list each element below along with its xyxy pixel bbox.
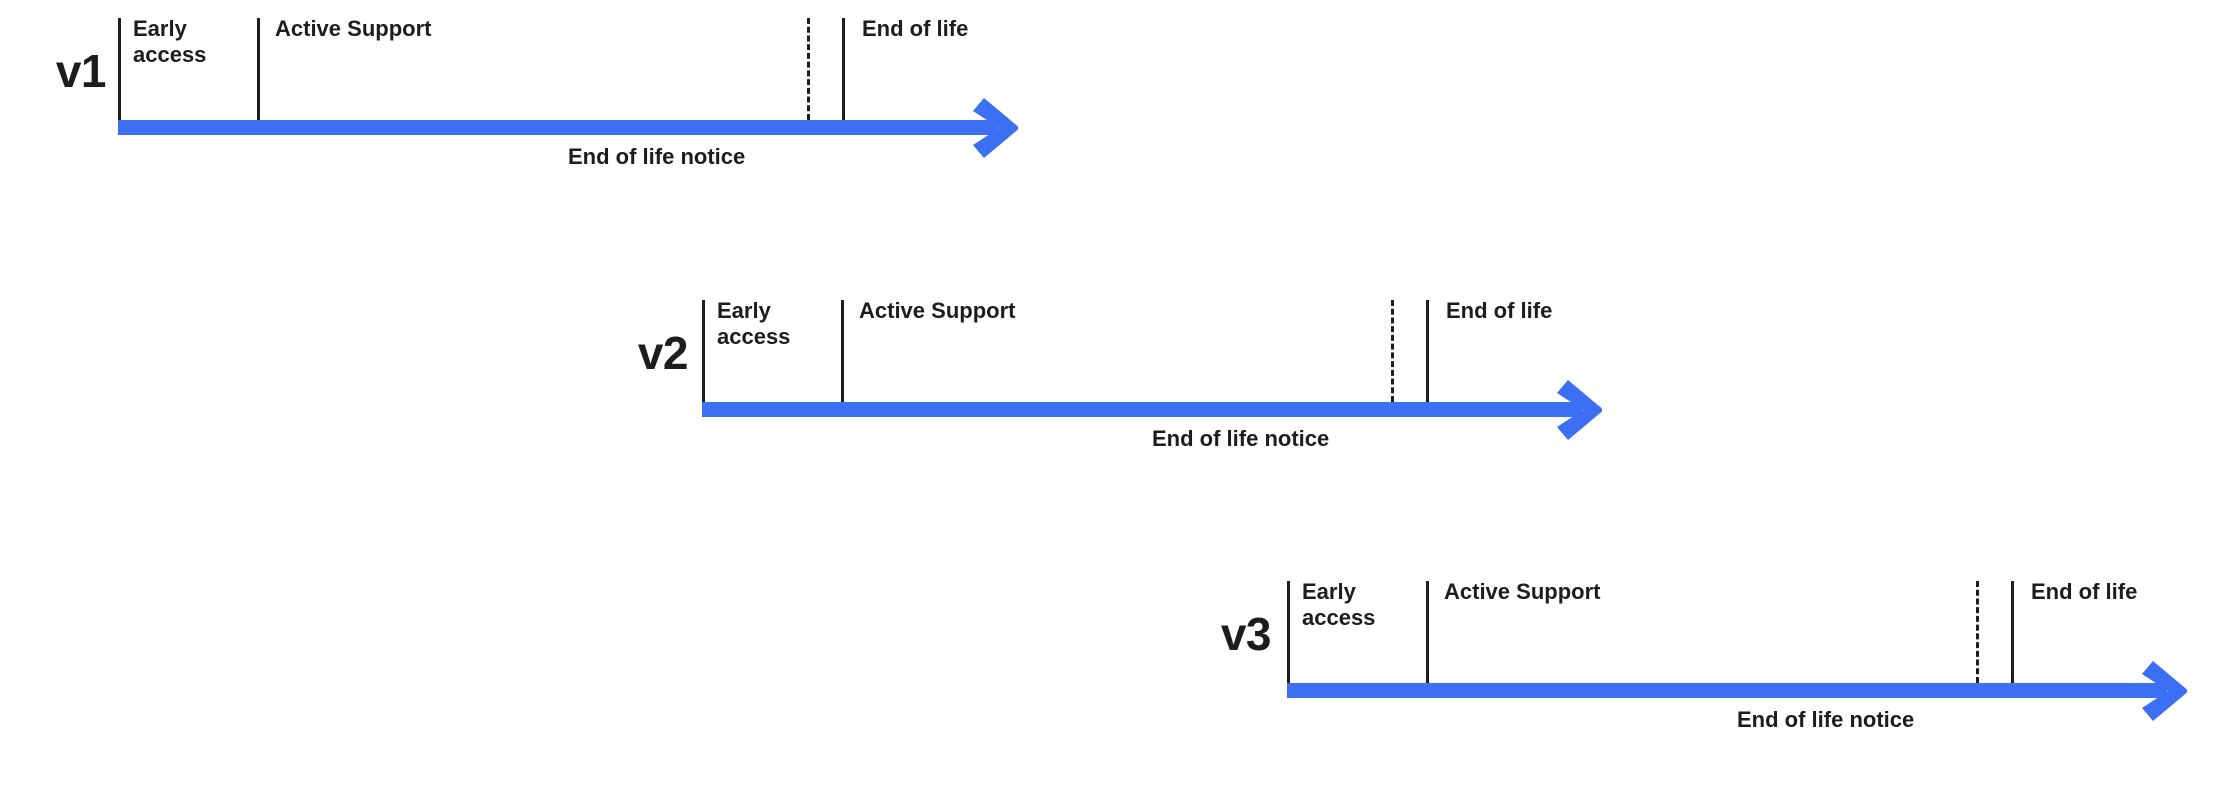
timeline-bar-v1 [118,120,998,135]
version-label-v3: v3 [1220,608,1272,660]
divider-end-of-life-notice-v1 [807,18,810,120]
version-label-v2: v2 [637,327,689,379]
divider-end-of-life-start-v1 [842,18,845,120]
divider-end-of-life-notice-v2 [1391,300,1394,402]
divider-end-of-life-notice-v3 [1976,581,1979,683]
under-label-end-of-life-notice-v1: End of life notice [568,144,746,169]
phase-label-end-of-life-v1: End of life [862,16,969,41]
under-label-end-of-life-notice-v2: End of life notice [1152,426,1330,451]
divider-active-support-start-v1 [257,18,260,120]
divider-active-support-start-v2 [841,300,844,402]
timeline-arrow-head-v1 [966,92,1038,164]
phase-label-active-support-v3: Active Support [1444,579,1601,604]
divider-early-access-start-v1 [118,18,121,120]
phase-label-early-access-v2: Early access [717,298,791,349]
divider-active-support-start-v3 [1426,581,1429,683]
timeline-bar-v2 [702,402,1582,417]
phase-label-active-support-v2: Active Support [859,298,1016,323]
phase-label-end-of-life-v3: End of life [2031,579,2138,604]
version-label-v1: v1 [55,45,107,97]
timeline-bar-v3 [1287,683,2167,698]
under-label-end-of-life-notice-v3: End of life notice [1737,707,1915,732]
phase-label-active-support-v1: Active Support [275,16,432,41]
timeline-arrow-head-v3 [2135,655,2207,727]
phase-label-end-of-life-v2: End of life [1446,298,1553,323]
divider-end-of-life-start-v3 [2011,581,2014,683]
phase-label-early-access-v1: Early access [133,16,207,67]
divider-early-access-start-v3 [1287,581,1290,683]
phase-label-early-access-v3: Early access [1302,579,1376,630]
divider-early-access-start-v2 [702,300,705,402]
divider-end-of-life-start-v2 [1426,300,1429,402]
timeline-arrow-head-v2 [1550,374,1622,446]
